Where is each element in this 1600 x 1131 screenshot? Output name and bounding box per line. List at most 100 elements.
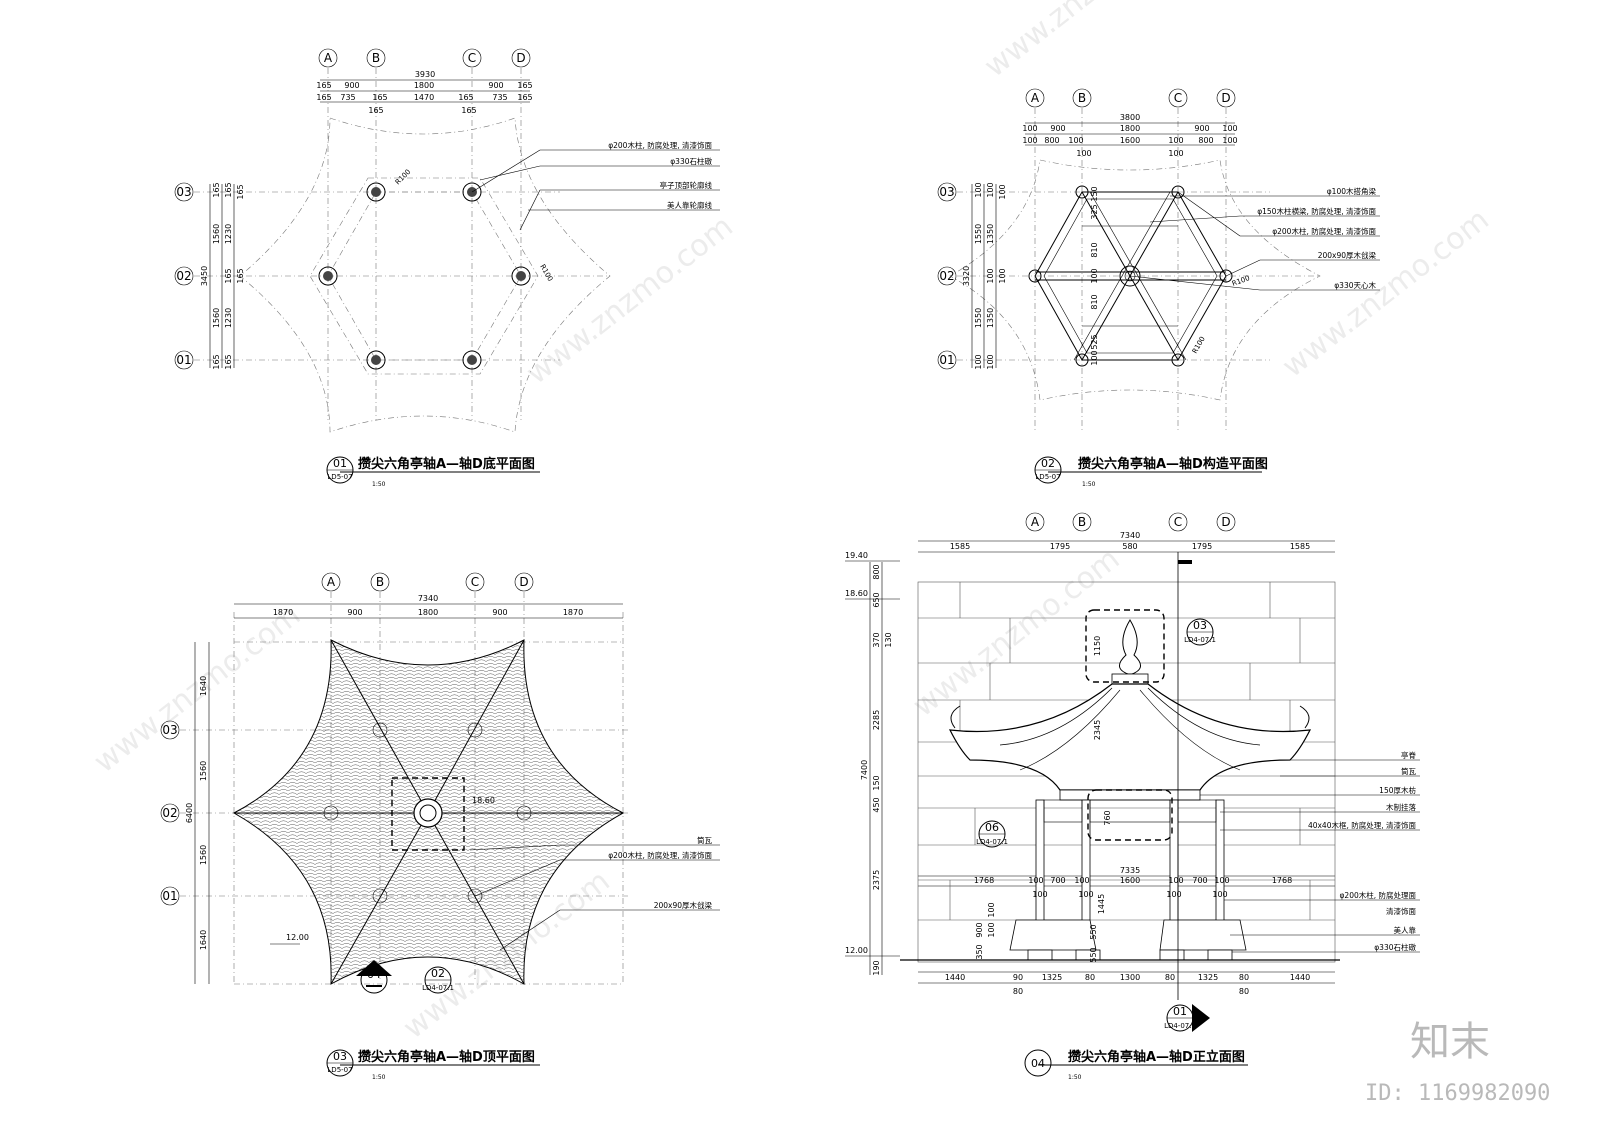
title-block-01: 01 LD5-07 攒尖六角亭轴A—轴D底平面图 1:50 [326, 456, 540, 488]
svg-text:1230: 1230 [224, 308, 233, 328]
svg-text:1:50: 1:50 [1068, 1074, 1082, 1081]
svg-text:100: 100 [1168, 876, 1183, 885]
svg-text:100: 100 [1068, 136, 1083, 145]
svg-text:1640: 1640 [199, 676, 208, 696]
svg-text:550: 550 [1089, 924, 1098, 939]
dims-top-01: 3930 165 900 1800 900 165 165 735 165 14… [316, 70, 532, 115]
svg-text:165: 165 [236, 184, 245, 199]
svg-text:1445: 1445 [1097, 894, 1106, 914]
view-01-base-plan: A B C D 03 02 01 3930 165 900 1800 900 1… [174, 48, 720, 488]
axis-c: C [468, 51, 476, 65]
callout-01-b: φ330石柱礅 [670, 156, 712, 166]
svg-text:165: 165 [316, 81, 331, 90]
axis-03: 03 [176, 185, 191, 199]
svg-text:3800: 3800 [1120, 113, 1140, 122]
svg-text:1:50: 1:50 [372, 481, 386, 488]
pavilion-elevation-04 [900, 552, 1340, 1000]
dims-mid-04: 7335 1768 100 700 100 1600 100 700 100 1… [974, 866, 1292, 899]
dims-top-03: 7340 1870 900 1800 900 1870 [273, 594, 583, 617]
brand-watermark: 知末 ID: 1169982090 [1365, 1019, 1550, 1106]
svg-text:370: 370 [872, 632, 881, 647]
svg-text:B: B [376, 575, 384, 589]
svg-text:1150: 1150 [1093, 636, 1102, 656]
svg-text:1230: 1230 [224, 224, 233, 244]
detail-marks-04: 03 LD4-07.1 06 LD4-07.1 01 LD4-07.1 [976, 618, 1216, 1032]
svg-text:100: 100 [1028, 876, 1043, 885]
svg-text:900: 900 [1194, 124, 1209, 133]
svg-text:80: 80 [1239, 973, 1249, 982]
callout-04-d: 木制挂落 [1386, 802, 1416, 812]
svg-text:01: 01 [333, 457, 347, 470]
svg-text:03: 03 [333, 1050, 347, 1063]
svg-text:100: 100 [1166, 890, 1181, 899]
svg-text:165: 165 [224, 182, 233, 197]
callout-02-b: φ150木柱横梁, 防腐处理, 清漆饰面 [1257, 206, 1376, 216]
svg-text:1560: 1560 [212, 224, 221, 244]
svg-text:900: 900 [488, 81, 503, 90]
svg-text:01: 01 [939, 353, 954, 367]
svg-text:02: 02 [431, 967, 445, 980]
svg-text:100: 100 [1090, 268, 1099, 283]
dims-left-04: 7400 800 650 370 130 2285 150 450 2375 1… [860, 564, 996, 975]
svg-text:1640: 1640 [199, 930, 208, 950]
svg-text:700: 700 [1050, 876, 1065, 885]
svg-text:1800: 1800 [1120, 124, 1140, 133]
callout-04-g: 清漆饰面 [1386, 906, 1416, 916]
svg-text:18.60: 18.60 [845, 589, 868, 598]
svg-text:1795: 1795 [1192, 542, 1212, 551]
svg-text:80: 80 [1013, 987, 1023, 996]
svg-text:1325: 1325 [1042, 973, 1062, 982]
svg-text:1:50: 1:50 [372, 1074, 386, 1081]
dim-lines-01 [209, 79, 530, 368]
svg-text:900: 900 [492, 608, 507, 617]
svg-text:C: C [471, 575, 479, 589]
svg-text:www.znzmo.com: www.znzmo.com [87, 598, 307, 780]
svg-text:165: 165 [517, 93, 532, 102]
callout-04-i: φ330石柱礅 [1374, 942, 1416, 952]
title-block-04: 04 攒尖六角亭轴A—轴D正立面图 1:50 [1024, 1049, 1248, 1081]
svg-text:1585: 1585 [1290, 542, 1310, 551]
dims-inner-04: 1150 2345 760 1445 550 550 [1089, 636, 1112, 963]
svg-text:350: 350 [975, 944, 984, 959]
roof-surface-03 [232, 639, 625, 985]
svg-text:2345: 2345 [1093, 720, 1102, 740]
level-base-03: 12.00 [286, 933, 309, 942]
callout-04-e: 40x40木框, 防腐处理, 清漆饰面 [1308, 820, 1417, 830]
callout-01-c: 亭子顶部轮廓线 [660, 180, 713, 190]
svg-text:03: 03 [1193, 619, 1207, 632]
svg-text:1600: 1600 [1120, 136, 1140, 145]
view-03-title: 攒尖六角亭轴A—轴D顶平面图 [358, 1049, 535, 1065]
callout-04-a: 亭脊 [1401, 750, 1417, 760]
svg-text:LD5-07: LD5-07 [327, 1066, 352, 1074]
svg-text:100: 100 [1214, 876, 1229, 885]
svg-text:100: 100 [1222, 124, 1237, 133]
svg-text:700: 700 [1192, 876, 1207, 885]
svg-text:A: A [327, 575, 336, 589]
svg-text:LD4-07.1: LD4-07.1 [976, 838, 1008, 846]
svg-text:165: 165 [224, 354, 233, 369]
svg-text:03: 03 [162, 723, 177, 737]
callout-02-a: φ100木搭角梁 [1327, 186, 1377, 196]
svg-text:165: 165 [517, 81, 532, 90]
svg-text:12.00: 12.00 [845, 946, 868, 955]
view-04-front-elevation: A B C D [845, 512, 1420, 1081]
svg-text:100: 100 [1032, 890, 1047, 899]
title-block-02: 02 LD5-07 攒尖六角亭轴A—轴D构造平面图 1:50 [1034, 456, 1268, 488]
svg-text:650: 650 [872, 592, 881, 607]
view-02-title: 攒尖六角亭轴A—轴D构造平面图 [1078, 456, 1268, 472]
svg-text:1800: 1800 [418, 608, 438, 617]
svg-text:1585: 1585 [950, 542, 970, 551]
svg-text:LD4-07.1: LD4-07.1 [422, 984, 454, 992]
svg-text:165: 165 [316, 93, 331, 102]
callout-03-b: φ200木柱, 防腐处理, 清漆饰面 [608, 850, 712, 860]
levels-04: 19.40 18.60 12.00 [845, 551, 900, 957]
svg-text:100: 100 [1090, 350, 1099, 365]
svg-text:D: D [1221, 91, 1230, 105]
callout-lines-02 [1129, 191, 1380, 291]
svg-text:R100: R100 [1191, 335, 1207, 355]
svg-text:04: 04 [1031, 1057, 1045, 1070]
svg-text:810: 810 [1090, 294, 1099, 309]
svg-text:100: 100 [987, 922, 996, 937]
svg-text:1600: 1600 [1120, 876, 1140, 885]
svg-text:www.znzmo.com: www.znzmo.com [978, 0, 1198, 84]
